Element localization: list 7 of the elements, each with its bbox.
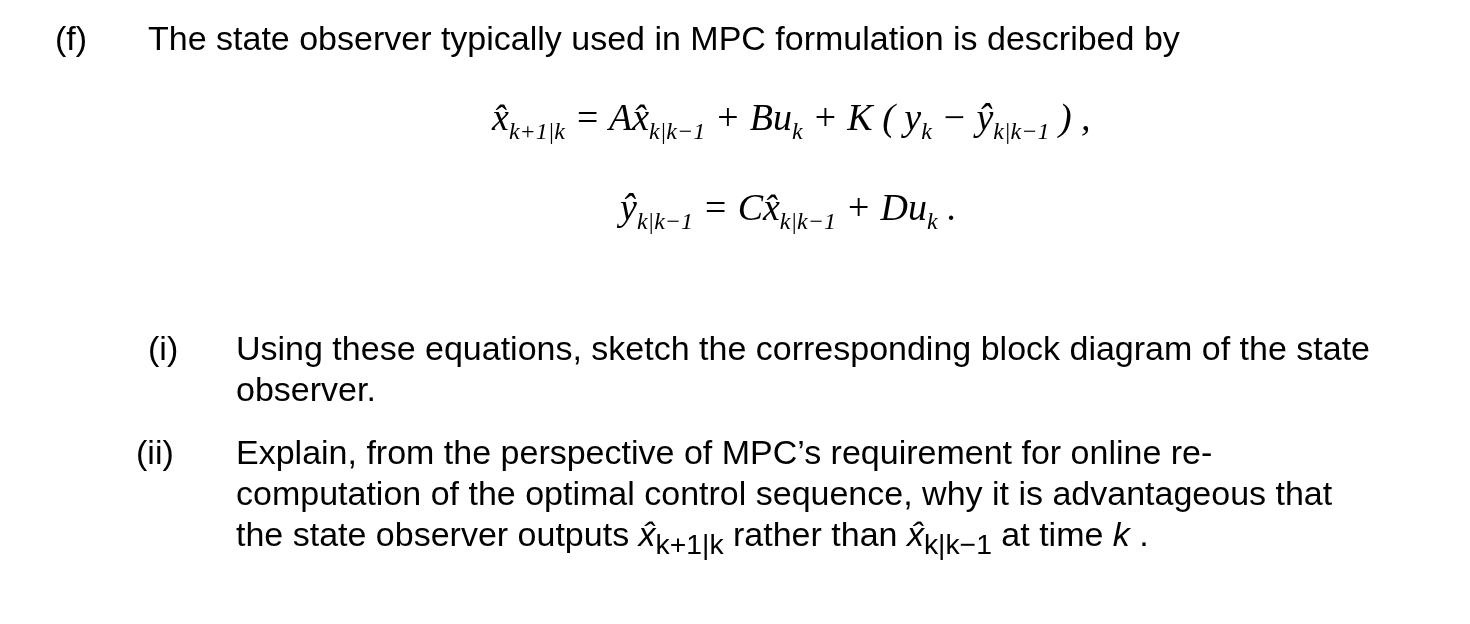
part-text: Explain, from the perspective of MPC’s requirement for online re-computation of the optimal control sequence, why it is advantageous that the state observer outputs x̂$_{k+1|k}$ rather than x̂$_{k|k−1}$ at time k .	[236, 432, 1334, 562]
question-number: (f)	[55, 18, 88, 59]
equation: x̂$_{k+1|k}$ = Ax̂$_{k|k−1}$ + Bu$_{k}$ + K ( y$_{k}$ − ŷ$_{k|k−1}$ ) ,	[492, 95, 1091, 145]
part-number: (ii)	[136, 432, 174, 473]
question-text: The state observer typically used in MPC formulation is described by	[148, 18, 1180, 59]
part-number: (i)	[148, 328, 179, 369]
part-text: Using these equations, sketch the corresponding block diagram of the state observer.	[236, 328, 1371, 410]
